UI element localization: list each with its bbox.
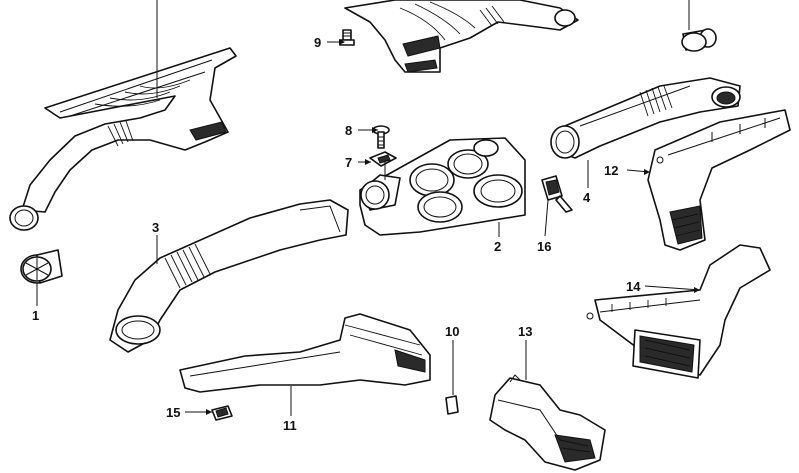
callout-9: 9	[314, 35, 321, 50]
hose-part-4	[550, 77, 741, 159]
arrowhead-8	[372, 127, 378, 133]
clip-part-10	[445, 395, 459, 415]
defroster-nozzle-center	[344, 0, 579, 73]
callout-11: 11	[283, 418, 297, 433]
arrowhead-9	[339, 39, 345, 45]
callout-10: 10	[445, 324, 459, 339]
arrowhead-15	[206, 409, 212, 415]
center-vent-housing-part-2	[359, 137, 526, 236]
duct-part-14	[586, 244, 771, 379]
duct-part-13	[489, 374, 606, 471]
sleeve-part	[681, 28, 717, 52]
clip-part-15	[211, 405, 233, 421]
callout-16: 16	[537, 239, 551, 254]
clip-nut-part-7	[369, 151, 397, 167]
callout-4: 4	[583, 190, 591, 205]
callout-15: 15	[166, 405, 180, 420]
callout-8: 8	[345, 123, 352, 138]
screw-part-8	[372, 125, 390, 149]
callout-2: 2	[494, 239, 501, 254]
callout-13: 13	[518, 324, 532, 339]
callout-3: 3	[152, 220, 159, 235]
defroster-duct-left	[9, 47, 237, 231]
bracket-part-16	[541, 175, 573, 213]
arrowhead-14	[694, 287, 700, 293]
callout-14: 14	[626, 279, 641, 294]
side-duct-part-12	[647, 109, 791, 251]
callout-7: 7	[345, 155, 352, 170]
duct-part-11	[179, 313, 431, 393]
arrowhead-12	[644, 169, 650, 175]
callout-1: 1	[32, 308, 39, 323]
arrowhead-7	[365, 159, 371, 165]
callout-12: 12	[604, 163, 618, 178]
hose-part-3	[109, 199, 349, 353]
round-vent-part	[20, 249, 63, 284]
